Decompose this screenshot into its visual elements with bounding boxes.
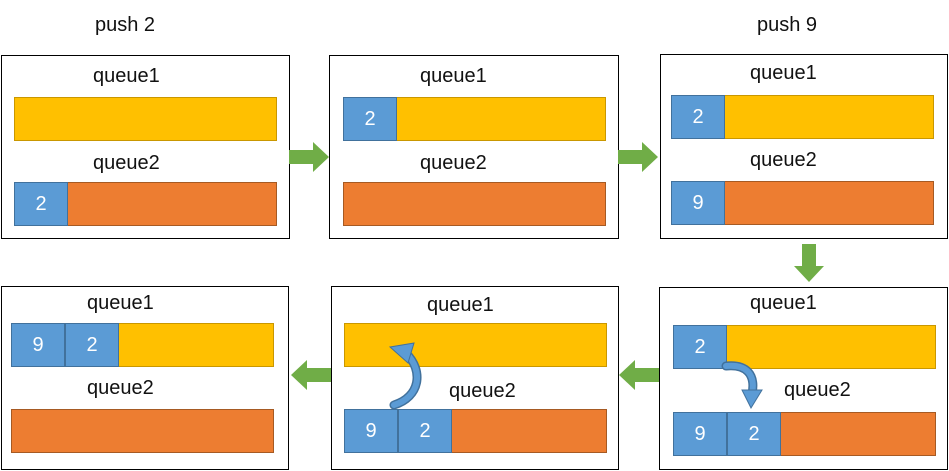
queue1-bar [14,97,277,141]
panel-step-1: queue1 queue2 2 [1,55,290,239]
queue2-bar: 9 2 [673,412,936,456]
panel-step-6: queue1 9 2 queue2 [1,286,289,470]
queue2-label: queue2 [784,379,851,401]
down-arrow-icon [794,244,824,282]
queue2-bar: 9 [671,181,934,225]
queue2-label: queue2 [87,377,154,399]
queue2-bar [11,409,274,453]
step-label-push9: push 9 [757,14,818,36]
panel-step-5: queue1 queue2 9 2 [331,286,619,470]
queue1-bar: 2 [671,95,934,139]
queue2-label: queue2 [449,380,516,402]
queue1-label: queue1 [93,65,160,87]
queue1-label: queue1 [87,292,154,314]
queue2-label: queue2 [750,149,817,171]
left-arrow-icon [291,360,331,390]
right-arrow-icon [618,142,658,172]
queue2-label: queue2 [420,152,487,174]
curved-arrow-icon [721,361,763,410]
queue-item: 9 [11,323,65,367]
panel-step-3: queue1 2 queue2 9 [660,54,948,239]
queue-item: 2 [671,95,725,139]
queue2-label: queue2 [93,152,160,174]
queue-item: 2 [398,409,452,453]
queue1-bar: 2 [343,97,606,141]
step-label-push2: push 2 [95,14,156,36]
queue1-label: queue1 [420,65,487,87]
queue2-bar [343,182,606,226]
left-arrow-icon [619,360,659,390]
queue-item: 9 [344,409,398,453]
panel-step-4: queue1 2 queue2 9 2 [659,287,948,470]
queue-item: 2 [65,323,119,367]
queue1-label: queue1 [750,62,817,84]
queue-item: 9 [671,181,725,225]
queue1-label: queue1 [750,292,817,314]
right-arrow-icon [289,142,329,172]
queue-item: 9 [673,412,727,456]
queue-item: 2 [14,182,68,226]
queue2-bar: 9 2 [344,409,607,453]
queue-item: 2 [727,412,781,456]
queue-item: 2 [343,97,397,141]
curved-arrow-icon [388,342,422,410]
queue-item: 2 [673,325,727,369]
queue2-bar: 2 [14,182,277,226]
queue1-bar: 2 [673,325,936,369]
queue1-label: queue1 [427,294,494,316]
panel-step-2: queue1 2 queue2 [329,55,619,239]
queue1-bar [344,323,607,367]
queue1-bar: 9 2 [11,323,274,367]
